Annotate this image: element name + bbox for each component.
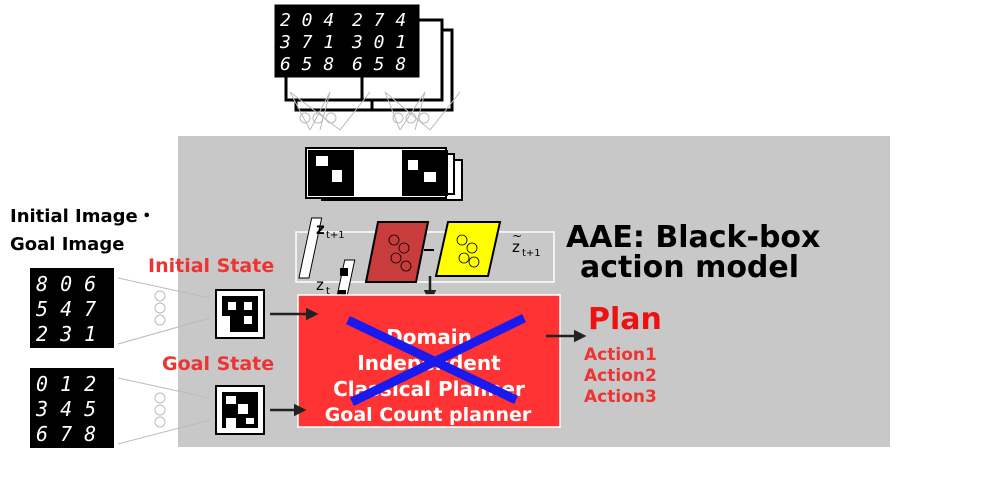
plan-action-2: Action2 [584,366,657,386]
initial-digits-row3: 2 3 1 [36,322,96,346]
goal-state-label: Goal State [162,353,274,375]
z-tilde-label: z [512,238,520,256]
action-box-yellow [434,221,502,277]
latent-image-stack [305,147,463,201]
top-left-digits-row1: 2 0 4 [280,10,334,31]
initial-digits-row2: 5 4 7 [36,297,96,321]
goal-digits-row3: 6 7 8 [36,422,96,446]
top-right-digits-row2: 3 0 1 [351,32,406,53]
action-network-icon [388,234,480,272]
z-t1-subscript: t+1 [326,230,345,241]
aae-title-line2: action model [580,250,799,285]
input-images-label-line1: Initial Image・ [10,206,156,227]
top-left-digits-row2: 3 7 1 [279,32,334,53]
goal-count-planner-label: Goal Count planner [325,404,532,426]
plan-label: Plan [588,302,662,337]
plan-action-3: Action3 [584,387,657,407]
top-encoder-network-icon [289,91,461,131]
top-left-digits-row3: 6 5 8 [280,54,334,75]
goal-digits-row2: 3 4 5 [35,397,96,421]
top-image-stack-right: 2 7 4 3 0 1 6 5 8 [346,4,454,112]
initial-image: 8 0 6 5 4 7 2 3 1 [30,268,114,348]
goal-state-binary-image [215,385,265,435]
z-tilde-subscript: t+1 [522,248,541,259]
plan-action-1: Action1 [584,345,657,365]
initial-state-label: Initial State [148,255,274,277]
goal-image: 0 1 2 3 4 5 6 7 8 [30,368,114,448]
z-t-subscript: t [326,286,330,297]
left-encoder-network-icon [117,277,211,445]
top-right-digits-row3: 6 5 8 [352,54,406,75]
initial-digits-row1: 8 0 6 [36,272,96,296]
input-images-label-line2: Goal Image [10,234,124,255]
z-tilde-mark: ~ [512,229,522,243]
goal-digits-row1: 0 1 2 [36,372,96,396]
cross-out-mark [346,313,527,407]
action-box-red [364,221,430,283]
z-t1-label: z [316,220,325,238]
aae-title-line1: AAE: Black-box [566,220,820,255]
z-t-label: z [316,276,324,294]
top-right-digits-row1: 2 7 4 [352,10,406,31]
initial-state-binary-image [215,289,265,339]
